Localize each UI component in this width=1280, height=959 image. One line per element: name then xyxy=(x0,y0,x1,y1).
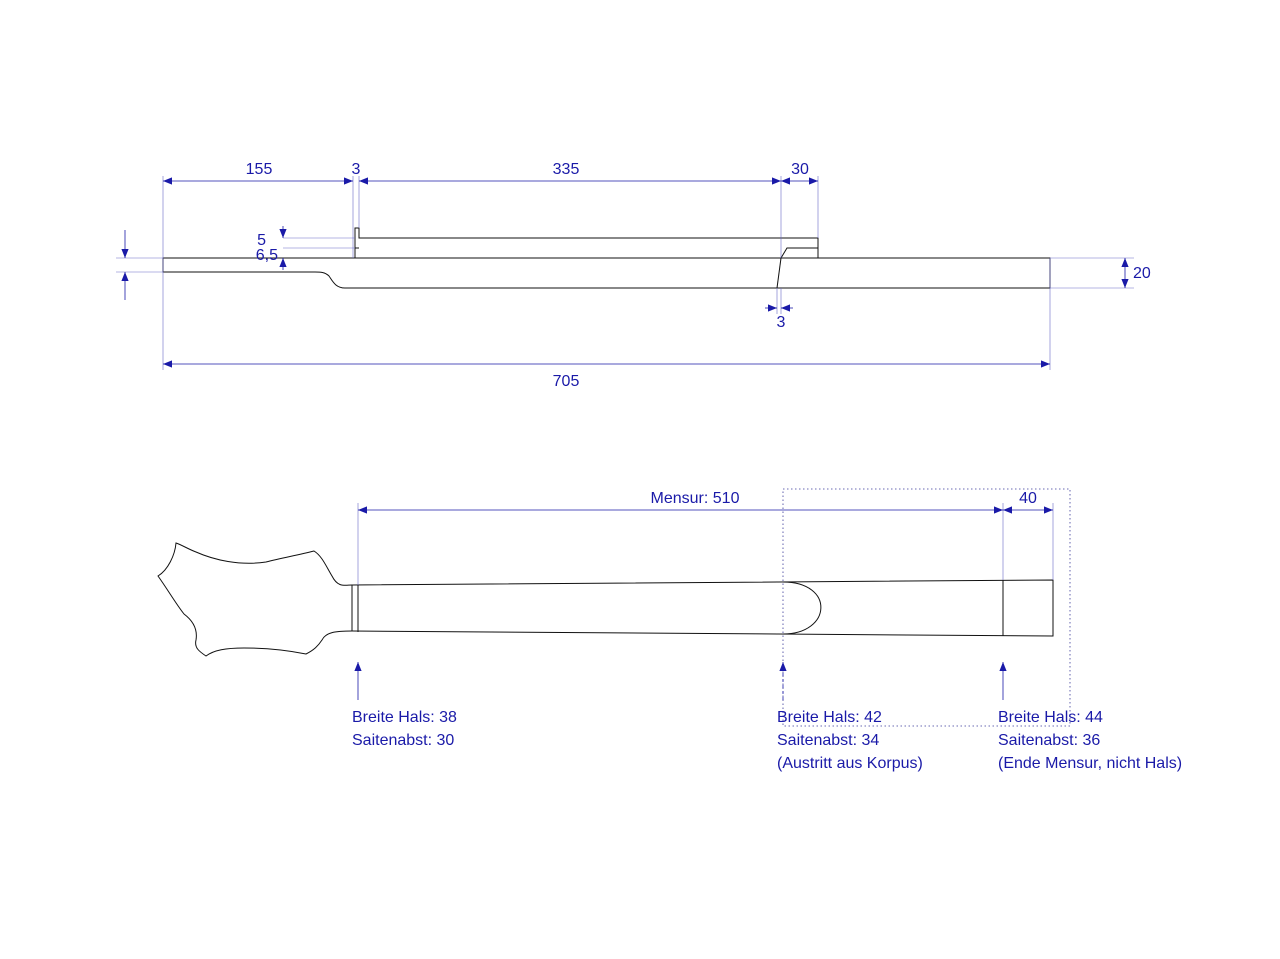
station-line2: Saitenabst: 34 xyxy=(777,732,879,749)
station-line3: (Ende Mensur, nicht Hals) xyxy=(998,755,1182,772)
station-line2: Saitenabst: 30 xyxy=(352,732,454,749)
heel-notch xyxy=(776,257,782,289)
top-view: Mensur: 510 40 Breite Hals: 38 Saitenabs… xyxy=(157,488,1182,772)
station-line2: Saitenabst: 36 xyxy=(998,732,1100,749)
station-label-body: Breite Hals: 42 Saitenabst: 34 (Austritt… xyxy=(777,709,923,772)
dim-20-label: 20 xyxy=(1133,265,1151,282)
neck-top-outline xyxy=(351,579,1054,637)
mensur-label: Mensur: 510 xyxy=(651,490,740,507)
station-line1: Breite Hals: 42 xyxy=(777,709,882,726)
dim-6-5-label: 6,5 xyxy=(256,247,278,264)
station-line1: Breite Hals: 38 xyxy=(352,709,457,726)
dim-30-label: 30 xyxy=(791,161,809,178)
station-line3: (Austritt aus Korpus) xyxy=(777,755,923,772)
dim-705-label: 705 xyxy=(553,373,580,390)
dim-40-label: 40 xyxy=(1019,490,1037,507)
body-region-outline xyxy=(782,488,1071,727)
side-view: 155 3 335 30 5 6,5 20 3 705 xyxy=(116,161,1151,390)
dim-3-top-label: 3 xyxy=(352,161,361,178)
neck-side-profile xyxy=(162,257,1051,289)
headstock-outline xyxy=(157,542,353,657)
station-label-nut: Breite Hals: 38 Saitenabst: 30 xyxy=(352,709,457,749)
station-line1: Breite Hals: 44 xyxy=(998,709,1103,726)
dim-335-label: 335 xyxy=(553,161,580,178)
dim-3-bottom-label: 3 xyxy=(777,314,786,331)
fretboard-side xyxy=(354,227,819,259)
station-label-scale-end: Breite Hals: 44 Saitenabst: 36 (Ende Men… xyxy=(998,709,1182,772)
dim-5-label: 5 xyxy=(257,232,266,249)
body-joint-curve xyxy=(782,581,822,635)
dim-155-label: 155 xyxy=(246,161,273,178)
